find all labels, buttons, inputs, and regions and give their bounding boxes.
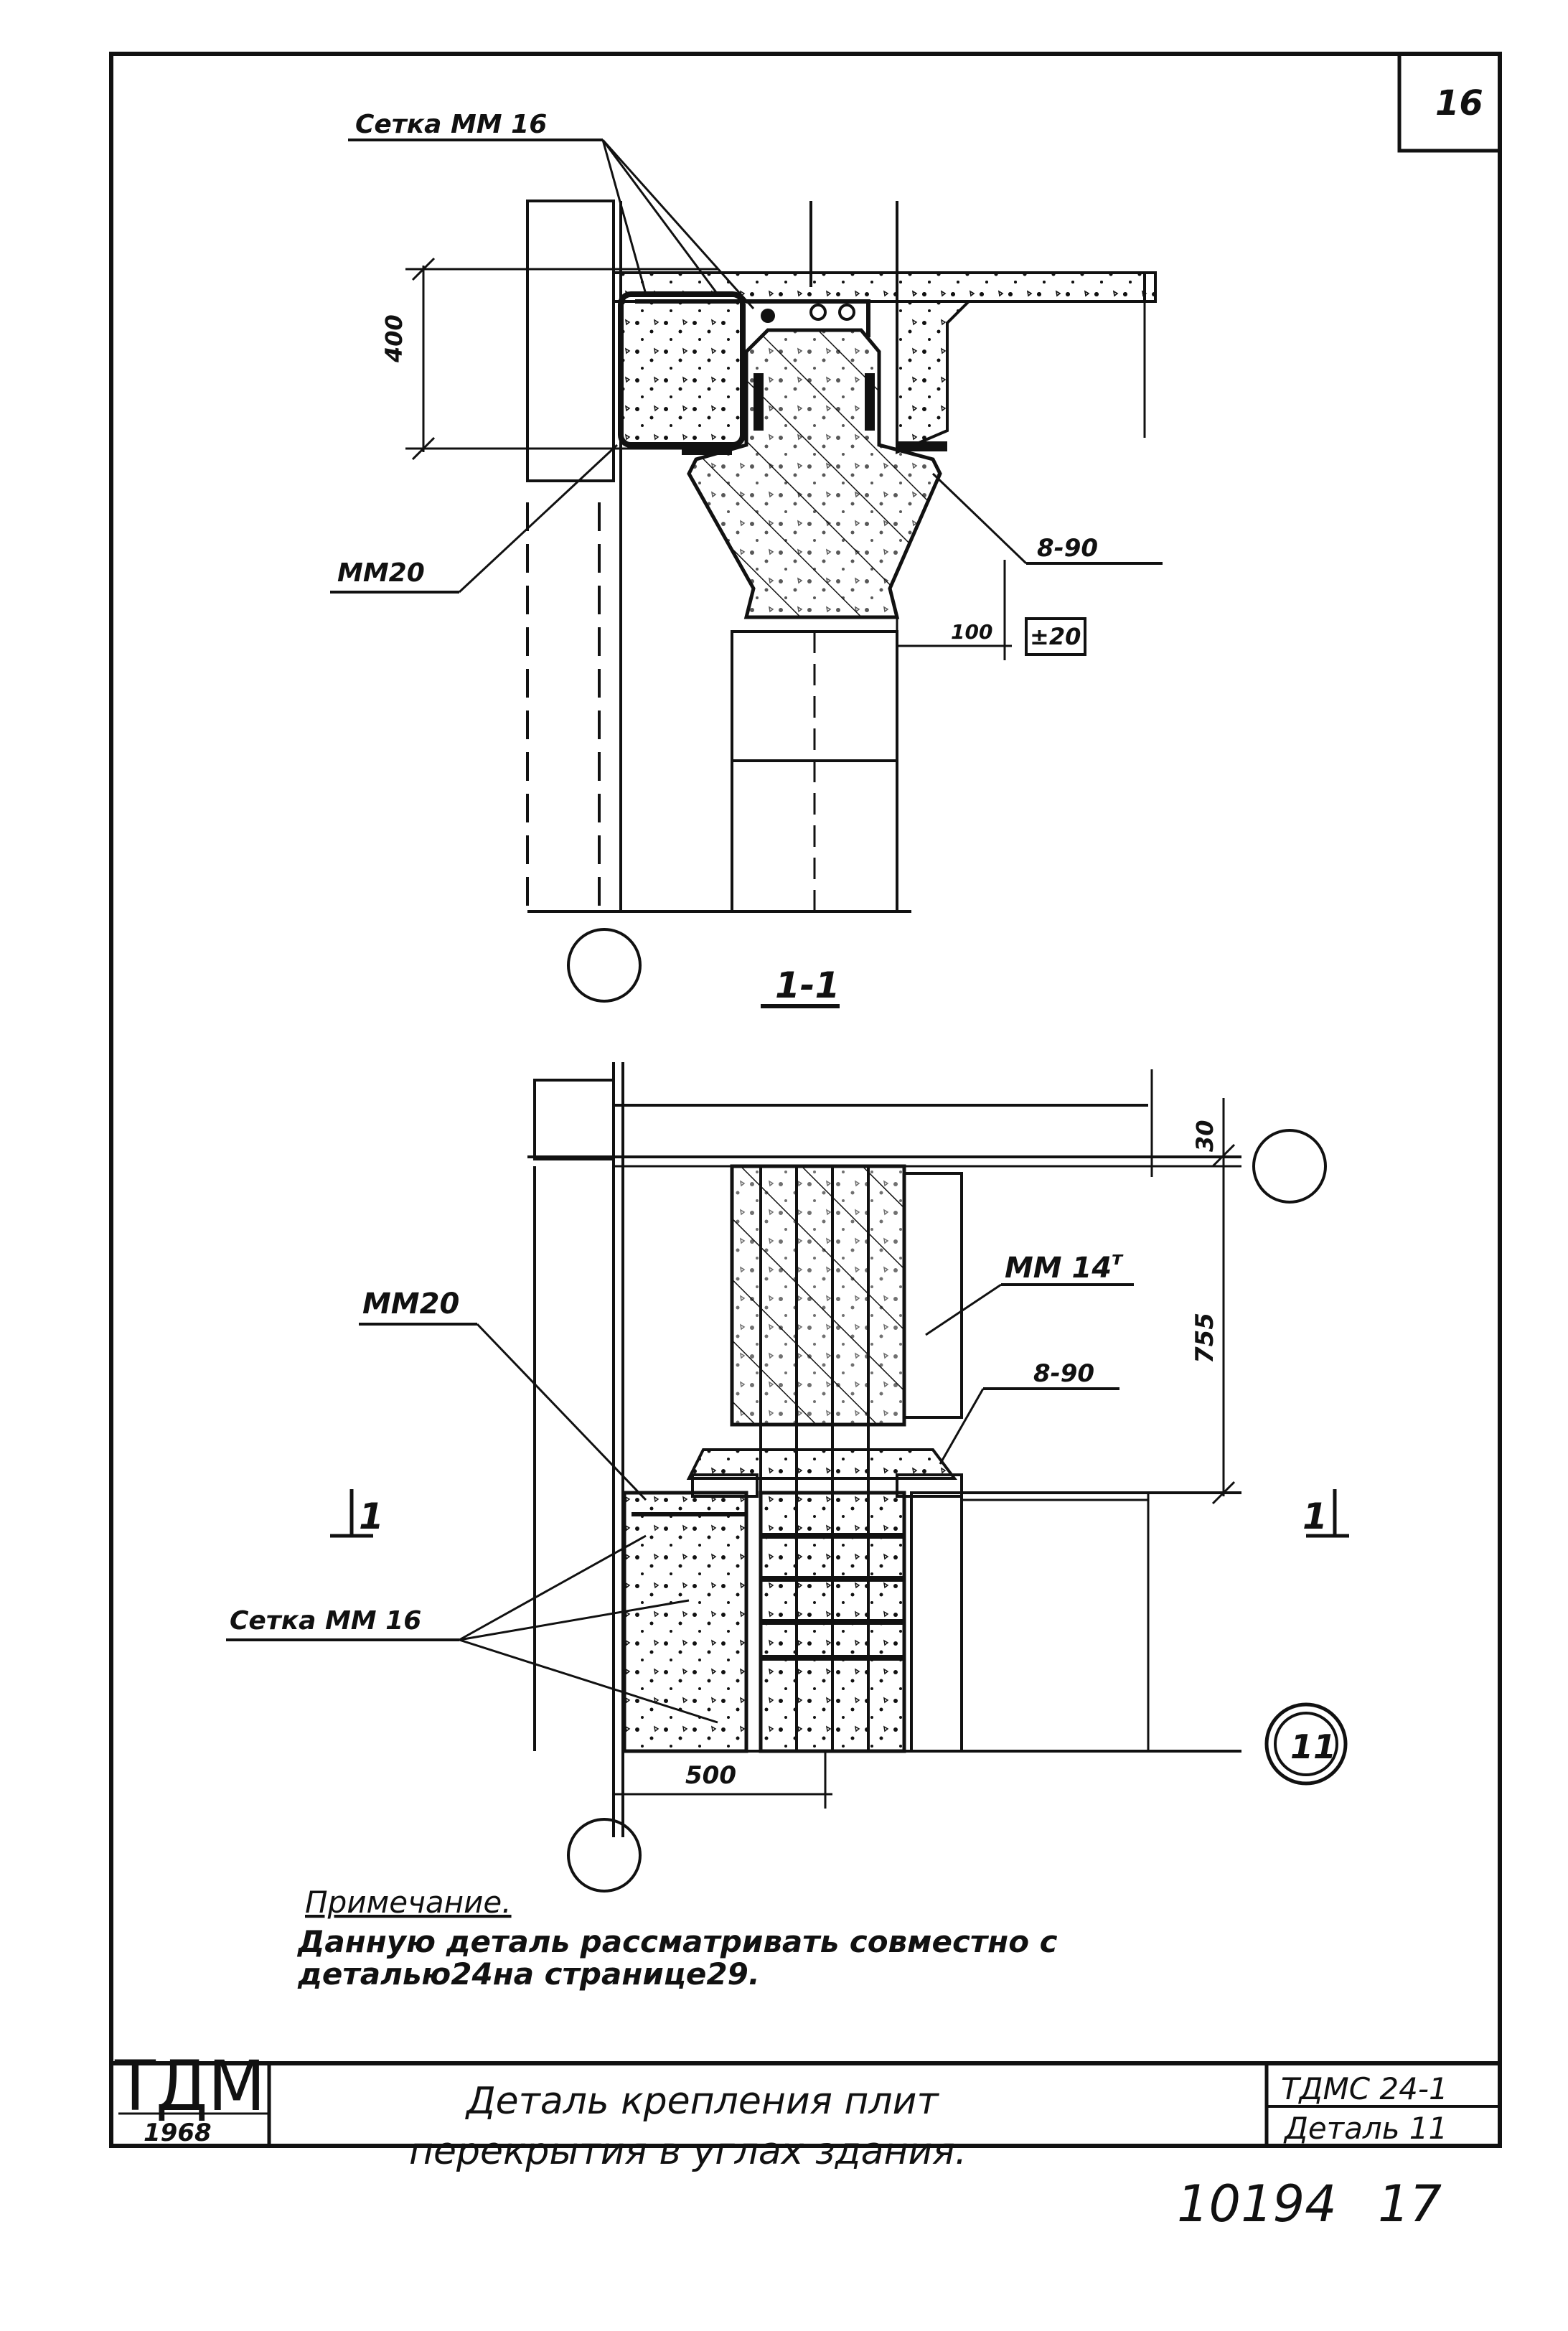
plan-view (226, 1062, 1349, 1893)
dim-100: 100 (951, 620, 992, 644)
title-line-2: перекрытия в углах здания. (409, 2130, 967, 2173)
dim-boxed-20: ±20 (1030, 623, 1081, 650)
title-code: ТДМС 24-1 (1281, 2071, 1448, 2106)
logo-tdm: ТДМ (114, 2046, 266, 2126)
label-weld-top: 8-90 (1037, 534, 1098, 563)
page-number: 17 (1378, 2175, 1442, 2233)
label-mm20-bottom: ММ20 (362, 1288, 459, 1321)
cut-mark-right: 1 (1302, 1496, 1328, 1537)
section-title-1-1: 1-1 (775, 965, 840, 1006)
dim-500: 500 (685, 1761, 736, 1790)
detail-number-circle: 11 (1290, 1727, 1336, 1766)
cut-mark-left: 1 (359, 1496, 384, 1537)
sheet-frame (109, 52, 1502, 2148)
label-mm14-sup: т (1112, 1248, 1124, 1270)
dim-height-400: 400 (380, 314, 408, 363)
note-line-2: деталью24на странице29. (297, 1956, 760, 1992)
dim-30: 30 (1191, 1120, 1219, 1152)
label-mm14-main: ММ 14 (1005, 1252, 1112, 1285)
label-weld-bottom: 8-90 (1033, 1359, 1094, 1388)
label-mm14: ММ 14т (1005, 1248, 1124, 1285)
sheet-number: 16 (1435, 83, 1483, 123)
archive-number: 10194 (1177, 2175, 1337, 2233)
note-heading: Примечание. (305, 1885, 512, 1920)
label-mm20-top: ММ20 (337, 558, 425, 588)
dim-755: 755 (1191, 1313, 1219, 1364)
label-mesh-mm16-bottom: Сетка ММ 16 (230, 1606, 421, 1636)
label-mesh-mm16-top: Сетка ММ 16 (355, 110, 547, 139)
title-detail: Деталь 11 (1283, 2111, 1447, 2146)
title-line-1: Деталь крепления плит (465, 2080, 939, 2123)
note-line-1: Данную деталь рассматривать совместно с (296, 1924, 1058, 1959)
section-1-1 (330, 139, 1163, 1008)
title-block (111, 2061, 1500, 2146)
logo-year: 1968 (144, 2119, 212, 2147)
